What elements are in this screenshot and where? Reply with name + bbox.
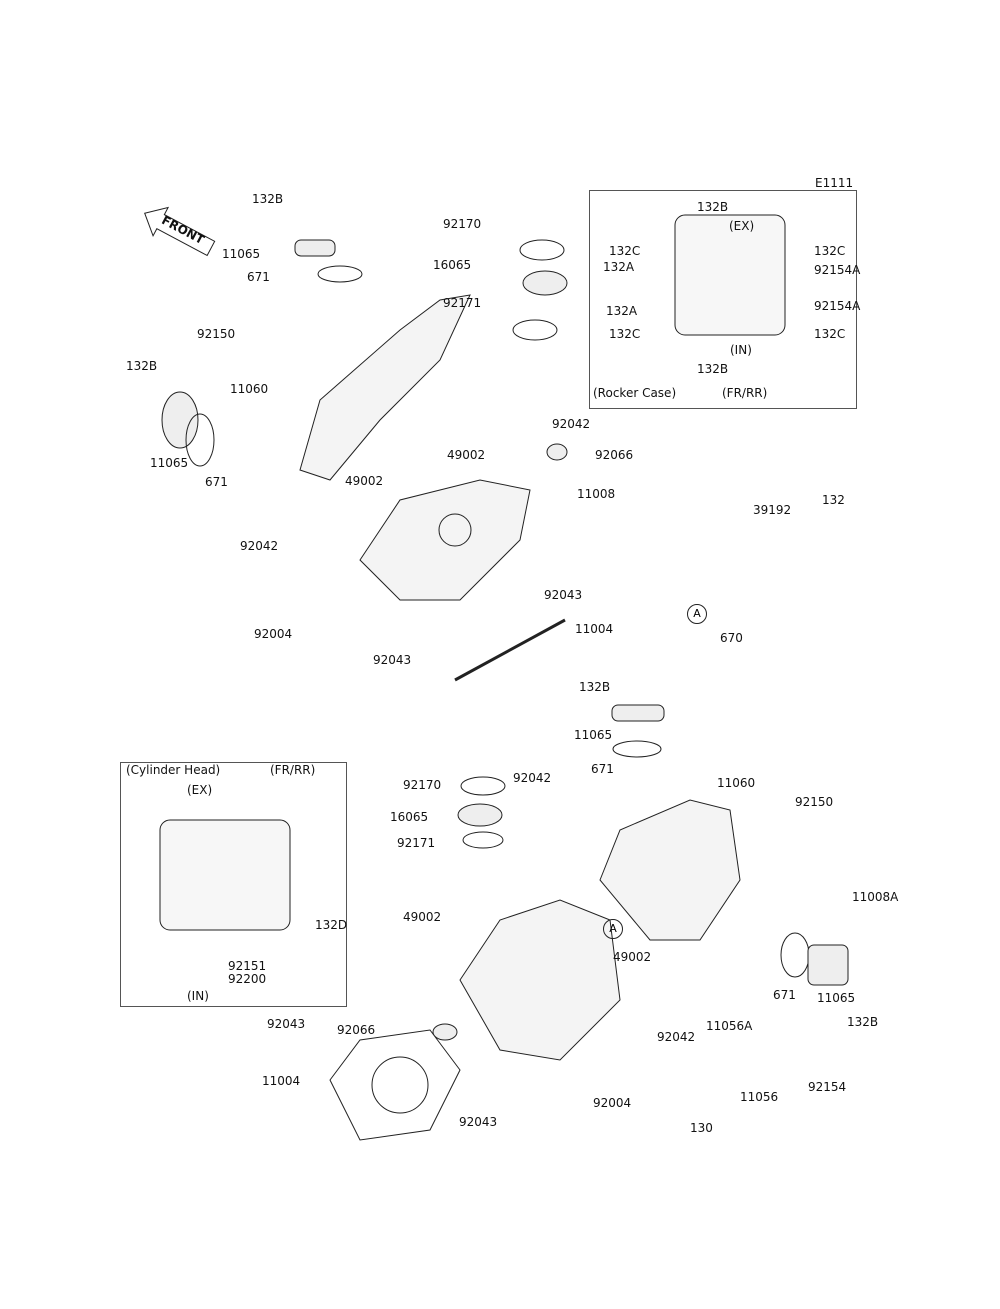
inset-variant: (FR/RR) xyxy=(722,386,768,400)
part-label[interactable]: 92042 xyxy=(240,539,279,553)
cylinder-head-bottom xyxy=(459,899,621,1061)
part-label[interactable]: 11056 xyxy=(740,1090,779,1104)
part-label[interactable]: 670 xyxy=(720,631,743,645)
part-label[interactable]: 11008A xyxy=(852,890,899,904)
part-label[interactable]: 132C xyxy=(814,327,846,341)
part-label[interactable]: 132C xyxy=(814,244,846,258)
part-label[interactable]: 11004 xyxy=(575,622,614,636)
part-label[interactable]: 16065 xyxy=(433,258,472,272)
in-label: (IN) xyxy=(730,343,752,357)
part-label[interactable]: 130 xyxy=(690,1121,713,1135)
part-label[interactable]: 92154A xyxy=(814,299,861,313)
part-label[interactable]: 11056A xyxy=(706,1019,753,1033)
part-label[interactable]: 132A xyxy=(603,260,635,274)
part-label[interactable]: 11008 xyxy=(577,487,616,501)
part-label[interactable]: 11065 xyxy=(150,456,189,470)
part-label[interactable]: 92043 xyxy=(267,1017,306,1031)
part-label[interactable]: 132A xyxy=(606,304,638,318)
part-label[interactable]: 671 xyxy=(591,762,614,776)
part-label[interactable]: 132B xyxy=(847,1015,879,1029)
clamps-top xyxy=(512,239,568,461)
part-label[interactable]: 132 xyxy=(822,493,845,507)
part-label[interactable]: 132D xyxy=(315,918,348,932)
inset-title: (Cylinder Head) xyxy=(126,763,221,777)
cylinder-head-top xyxy=(359,479,531,601)
part-label[interactable]: 132B xyxy=(252,192,284,206)
part-label[interactable]: 132B xyxy=(697,200,729,214)
part-label[interactable]: 671 xyxy=(205,475,228,489)
part-label[interactable]: 671 xyxy=(247,270,270,284)
part-label[interactable]: 49002 xyxy=(613,950,652,964)
part-label[interactable]: 49002 xyxy=(403,910,442,924)
rocker-case-inset xyxy=(589,190,857,409)
part-label[interactable]: 132C xyxy=(609,244,641,258)
part-label[interactable]: 11060 xyxy=(230,382,269,396)
callout-a: A xyxy=(603,919,623,939)
part-label[interactable]: 132C xyxy=(609,327,641,341)
part-label[interactable]: 92151 xyxy=(228,959,267,973)
head-gasket-bottom xyxy=(329,1029,461,1141)
part-label[interactable]: 132B xyxy=(697,362,729,376)
part-label[interactable]: 11065 xyxy=(817,991,856,1005)
rocker-case-top xyxy=(161,239,471,481)
part-label[interactable]: 92171 xyxy=(443,296,482,310)
diagram-code: E1111 xyxy=(815,176,854,190)
part-label[interactable]: 92043 xyxy=(373,653,412,667)
clamps-bottom xyxy=(432,776,506,1041)
part-label[interactable]: 11004 xyxy=(262,1074,301,1088)
callout-a: A xyxy=(687,604,707,624)
part-label[interactable]: 92150 xyxy=(795,795,834,809)
ex-label: (EX) xyxy=(729,219,755,233)
part-label[interactable]: 92200 xyxy=(228,972,267,986)
part-label[interactable]: 671 xyxy=(773,988,796,1002)
part-label[interactable]: 92154A xyxy=(814,263,861,277)
rocker-case-bottom xyxy=(599,704,849,986)
part-label[interactable]: 11060 xyxy=(717,776,756,790)
part-label[interactable]: 132B xyxy=(579,680,611,694)
part-label[interactable]: 92043 xyxy=(544,588,583,602)
part-label[interactable]: 92043 xyxy=(459,1115,498,1129)
part-label[interactable]: 92154 xyxy=(808,1080,847,1094)
part-label[interactable]: 92004 xyxy=(254,627,293,641)
part-label[interactable]: 92150 xyxy=(197,327,236,341)
front-arrow-icon xyxy=(144,206,216,257)
part-label[interactable]: 16065 xyxy=(390,810,429,824)
inset-title: (Rocker Case) xyxy=(593,386,677,400)
cylinder-head-inset xyxy=(120,762,347,1007)
part-label[interactable]: 49002 xyxy=(345,474,384,488)
in-label: (IN) xyxy=(187,989,209,1003)
part-label[interactable]: 92171 xyxy=(397,836,436,850)
inset-variant: (FR/RR) xyxy=(270,763,316,777)
part-label[interactable]: 92170 xyxy=(443,217,482,231)
part-label[interactable]: 92004 xyxy=(593,1096,632,1110)
part-label[interactable]: 11065 xyxy=(574,728,613,742)
part-label[interactable]: 132B xyxy=(126,359,158,373)
part-label[interactable]: 39192 xyxy=(753,503,792,517)
part-label[interactable]: 49002 xyxy=(447,448,486,462)
ex-label: (EX) xyxy=(187,783,213,797)
part-label[interactable]: 92066 xyxy=(595,448,634,462)
part-label[interactable]: 92170 xyxy=(403,778,442,792)
part-label[interactable]: 92042 xyxy=(552,417,591,431)
part-label[interactable]: 11065 xyxy=(222,247,261,261)
part-label[interactable]: 92042 xyxy=(657,1030,696,1044)
part-label[interactable]: 92042 xyxy=(513,771,552,785)
part-label[interactable]: 92066 xyxy=(337,1023,376,1037)
